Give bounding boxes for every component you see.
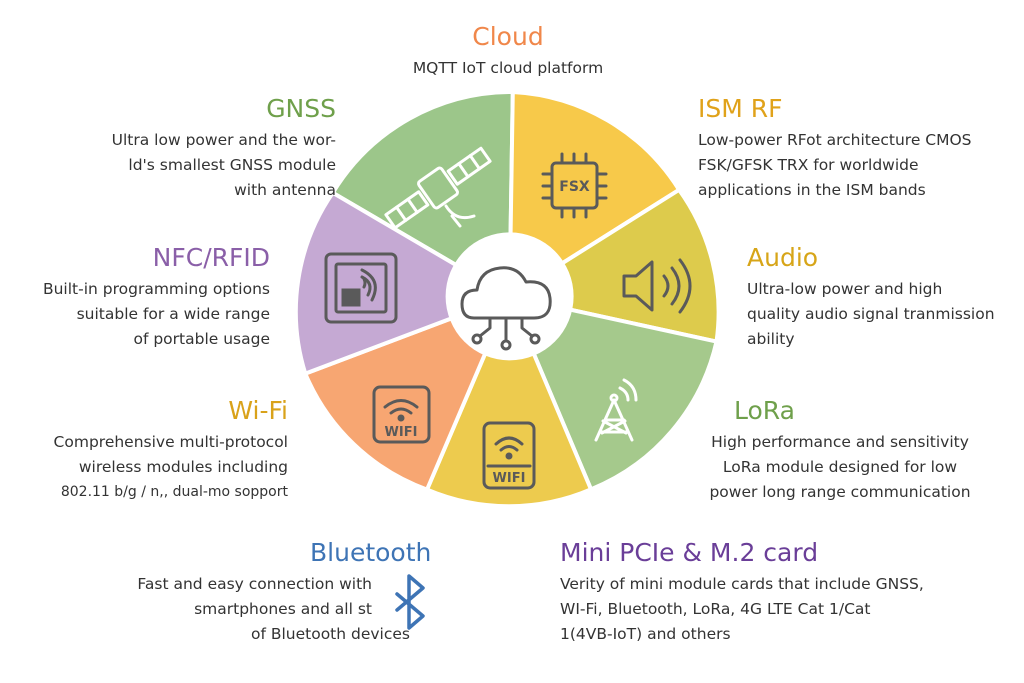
segment-gnss xyxy=(330,89,515,300)
lora-line-3: power long range communication xyxy=(709,483,971,501)
bluetooth-line-2: smartphones and all st xyxy=(194,600,372,618)
mini-pcie-description: Verity of mini module cards that include… xyxy=(560,572,1000,647)
mini-pcie-line-1: Verity of mini module cards that include… xyxy=(560,575,924,593)
wifi-block: Wi-Fi Comprehensive multi-protocol wirel… xyxy=(6,396,288,505)
wifi-module-icon-center xyxy=(482,421,536,490)
wifi-line-3: 802.11 b/g / n,, dual-mo sopport xyxy=(60,484,288,500)
segment-wifi-left xyxy=(302,292,514,493)
nfc-card-icon xyxy=(324,252,398,324)
nfc-rfid-block: NFC/RFID Built-in programming options su… xyxy=(20,243,270,352)
cloud-description: MQTT IoT cloud platform xyxy=(358,56,658,81)
gnss-line-1: Ultra low power and the wor- xyxy=(111,131,336,149)
segment-nfc-rfid xyxy=(293,190,515,377)
wifi-line-1: Comprehensive multi-protocol xyxy=(53,433,288,451)
ism-rf-line-3: applications in the ISM bands xyxy=(698,181,926,199)
nfc-rfid-line-2: suitable for a wide range xyxy=(76,305,270,323)
bluetooth-icon xyxy=(395,574,425,630)
bluetooth-line-1: Fast and easy connection with xyxy=(137,575,372,593)
chip-icon xyxy=(541,152,608,219)
center-hub xyxy=(445,232,574,361)
lora-line-2: LoRa module designed for low xyxy=(722,458,958,476)
gnss-line-3: with antenna xyxy=(234,181,336,199)
audio-title: Audio xyxy=(747,243,819,272)
cloud-line-1: MQTT IoT cloud platform xyxy=(412,59,604,77)
audio-block: Audio Ultra-low power and high quality a… xyxy=(747,243,1017,352)
ism-rf-block: ISM RF Low-power RFot architecture CMOS … xyxy=(698,94,1018,203)
nfc-rfid-line-3: of portable usage xyxy=(133,330,270,348)
audio-description: Ultra-low power and high quality audio s… xyxy=(747,277,1017,352)
lora-description: High performance and sensitivity LoRa mo… xyxy=(690,430,990,505)
cloud-network-icon xyxy=(460,266,552,351)
nfc-rfid-description: Built-in programming options suitable fo… xyxy=(20,277,270,352)
audio-line-1: Ultra-low power and high xyxy=(747,280,943,298)
bluetooth-block: Bluetooth Fast and easy connection with … xyxy=(110,538,432,647)
gnss-line-2: ld's smallest GNSS module xyxy=(128,156,336,174)
lora-line-1: High performance and sensitivity xyxy=(711,433,969,451)
speaker-icon xyxy=(622,258,692,314)
bluetooth-line-3: of Bluetooth devices xyxy=(250,625,410,643)
wifi-label-center: WIFI xyxy=(493,471,526,486)
bluetooth-title: Bluetooth xyxy=(310,538,432,567)
nfc-rfid-line-1: Built-in programming options xyxy=(42,280,270,298)
nfc-rfid-title: NFC/RFID xyxy=(152,243,270,272)
wifi-description: Comprehensive multi-protocol wireless mo… xyxy=(6,430,288,505)
mini-pcie-line-2: WI-Fi, Bluetooth, LoRa, 4G LTE Cat 1/Cat xyxy=(560,600,871,618)
mini-pcie-title: Mini PCIe & M.2 card xyxy=(560,538,819,567)
mini-pcie-line-3: 1(4VB-IoT) and others xyxy=(560,625,731,643)
ism-rf-line-2: FSK/GFSK TRX for worldwide xyxy=(698,156,919,174)
ism-rf-description: Low-power RFot architecture CMOS FSK/GFS… xyxy=(698,128,1018,203)
lora-title: LoRa xyxy=(734,396,795,425)
segment-lora xyxy=(506,293,719,492)
gnss-title: GNSS xyxy=(266,94,336,123)
wifi-label-left: WIFI xyxy=(385,425,418,440)
mini-pcie-block: Mini PCIe & M.2 card Verity of mini modu… xyxy=(560,538,1000,647)
gnss-block: GNSS Ultra low power and the wor- ld's s… xyxy=(60,94,336,203)
gnss-description: Ultra low power and the wor- ld's smalle… xyxy=(60,128,336,203)
audio-line-3: ability xyxy=(747,330,795,348)
wifi-line-2: wireless modules including xyxy=(78,458,288,476)
antenna-tower-icon xyxy=(594,378,638,442)
segment-wifi-center xyxy=(424,291,594,509)
cloud-title: Cloud xyxy=(472,22,544,51)
cloud-block: Cloud MQTT IoT cloud platform xyxy=(358,22,658,81)
wifi-title: Wi-Fi xyxy=(228,396,288,425)
segment-ism-rf xyxy=(507,89,682,301)
wifi-module-icon-left xyxy=(372,385,431,444)
audio-line-2: quality audio signal tranmission xyxy=(747,305,995,323)
satellite-icon xyxy=(384,146,492,230)
bluetooth-description: Fast and easy connection with smartphone… xyxy=(110,572,410,647)
ism-rf-title: ISM RF xyxy=(698,94,783,123)
ism-rf-line-1: Low-power RFot architecture CMOS xyxy=(698,131,972,149)
lora-block: LoRa High performance and sensitivity Lo… xyxy=(690,396,990,505)
chip-label: FSX xyxy=(559,179,590,195)
